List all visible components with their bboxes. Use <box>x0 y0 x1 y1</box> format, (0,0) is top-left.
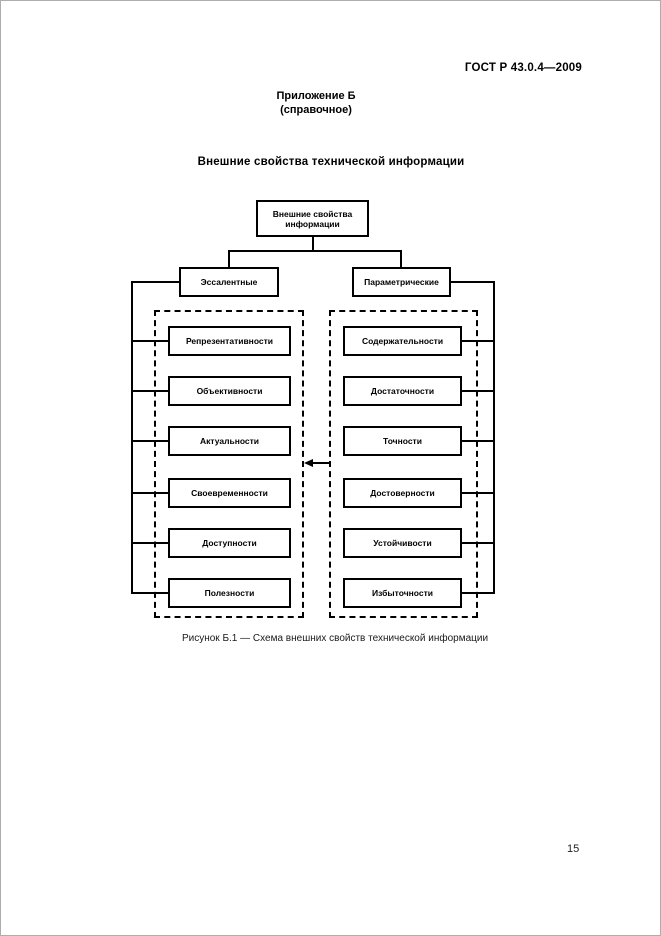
stub-line <box>131 390 168 392</box>
connector-line <box>400 250 402 267</box>
property-node: Своевременности <box>168 478 291 508</box>
bracket-line-right <box>493 281 495 594</box>
property-node: Точности <box>343 426 462 456</box>
stub-line <box>462 440 495 442</box>
stub-line <box>462 492 495 494</box>
property-node: Актуальности <box>168 426 291 456</box>
group-frame-left <box>154 310 304 618</box>
stub-line <box>462 592 495 594</box>
property-node: Устойчивости <box>343 528 462 558</box>
connector-line <box>228 250 230 267</box>
appendix-heading: Приложение Б (справочное) <box>1 89 631 117</box>
group-arrow-line <box>311 462 329 464</box>
appendix-label: Приложение Б <box>276 90 356 102</box>
figure-caption: Рисунок Б.1 — Схема внешних свойств техн… <box>181 633 489 644</box>
stub-line <box>131 340 168 342</box>
group-frame-right <box>329 310 478 618</box>
arrow-left-icon <box>304 459 313 467</box>
stub-line <box>131 592 168 594</box>
stub-line <box>131 440 168 442</box>
branch-node-left: Эссалентные <box>179 267 279 297</box>
property-node: Полезности <box>168 578 291 608</box>
property-node: Избыточности <box>343 578 462 608</box>
property-node: Достоверности <box>343 478 462 508</box>
bracket-line-left <box>131 281 179 283</box>
property-node: Содержательности <box>343 326 462 356</box>
property-node: Доступности <box>168 528 291 558</box>
branch-node-right: Параметрические <box>352 267 451 297</box>
stub-line <box>131 542 168 544</box>
bracket-line-right <box>451 281 495 283</box>
appendix-type: (справочное) <box>280 104 352 116</box>
property-node: Достаточности <box>343 376 462 406</box>
connector-line <box>228 250 402 252</box>
connector-line <box>312 237 314 250</box>
stub-line <box>462 390 495 392</box>
root-node: Внешние свойства информации <box>256 200 369 237</box>
stub-line <box>462 340 495 342</box>
stub-line <box>131 492 168 494</box>
property-node: Объективности <box>168 376 291 406</box>
bracket-line-left <box>131 281 133 594</box>
document-number: ГОСТ Р 43.0.4—2009 <box>464 62 582 74</box>
property-node: Репрезентативности <box>168 326 291 356</box>
page-number: 15 <box>567 843 580 855</box>
stub-line <box>462 542 495 544</box>
section-title: Внешние свойства технической информации <box>197 156 465 168</box>
